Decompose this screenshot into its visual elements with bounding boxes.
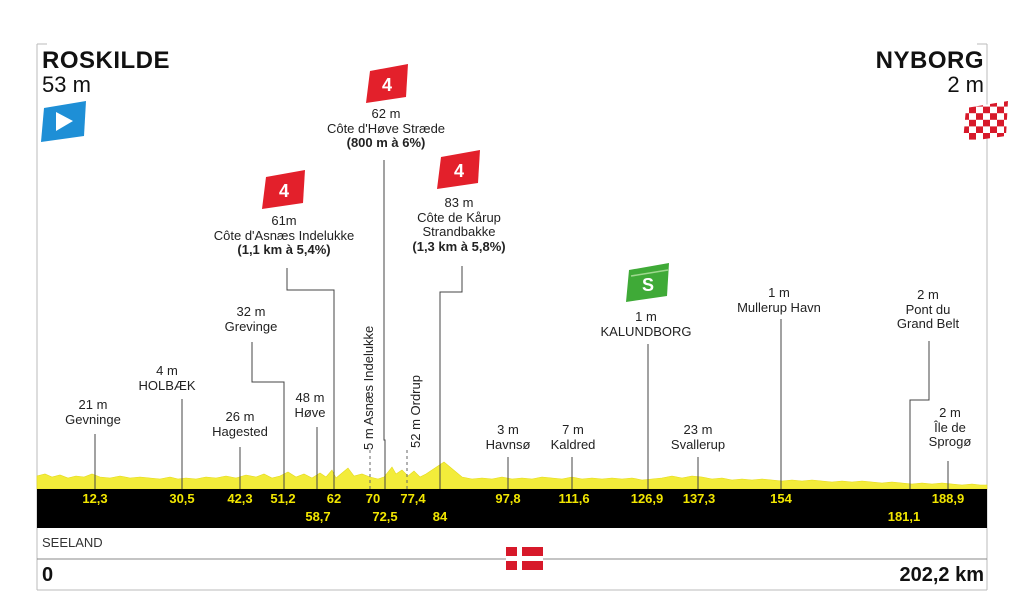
sprint-badge-icon: S (626, 263, 669, 302)
vertical-place-label: 5 m Asnæs Indelukke (361, 325, 376, 450)
km-marker: 111,6 (558, 491, 590, 506)
svg-text:4: 4 (279, 181, 289, 201)
kom-badge-icon-1: 4 (366, 64, 408, 103)
climb-label-karup: 83 m Côte de Kårup Strandbakke (1,3 km à… (412, 195, 506, 254)
kom-badge-icon-2: 4 (262, 170, 305, 209)
start-flag-icon (41, 101, 86, 142)
km-marker: 30,5 (169, 491, 195, 506)
finish-altitude: 2 m (947, 72, 984, 97)
distance-start: 0 (42, 564, 54, 586)
km-marker: 181,1 (887, 509, 921, 524)
svg-text:S: S (642, 275, 654, 295)
km-marker: 42,3 (227, 491, 253, 506)
sprint-label: 1 m KALUNDBORG (600, 309, 692, 339)
km-marker: 77,4 (400, 491, 426, 506)
km-marker: 126,9 (630, 491, 664, 506)
km-marker: 72,5 (372, 509, 398, 524)
region-label: SEELAND (42, 535, 103, 550)
km-marker: 51,2 (270, 491, 296, 506)
climb-label-asnaes: 61m Côte d'Asnæs Indelukke (1,1 km à 5,4… (213, 213, 355, 258)
km-marker: 137,3 (682, 491, 716, 506)
svg-text:4: 4 (382, 75, 392, 95)
start-altitude: 53 m (42, 72, 91, 97)
km-marker: 58,7 (305, 509, 331, 524)
km-marker: 154 (770, 491, 792, 506)
distance-end: 202,2 km (899, 564, 984, 586)
finish-flag-icon (963, 101, 1008, 142)
leader-lines (94, 160, 949, 489)
climb-label-hove: 62 m Côte d'Høve Stræde (800 m à 6%) (326, 106, 446, 151)
km-marker: 70 (365, 491, 381, 506)
km-marker: 12,3 (82, 491, 108, 506)
km-marker: 97,8 (495, 491, 521, 506)
svg-text:4: 4 (454, 161, 464, 181)
dashed-ticks (369, 450, 408, 489)
denmark-flag-icon (506, 547, 543, 570)
elevation-profile (36, 461, 988, 490)
km-marker: 84 (432, 509, 448, 524)
km-marker: 188,9 (931, 491, 965, 506)
vertical-place-label: 52 m Ordrup (408, 375, 423, 448)
start-city: ROSKILDE (42, 47, 171, 74)
finish-city: NYBORG (875, 47, 984, 74)
km-bar (37, 489, 987, 528)
km-marker: 62 (326, 491, 342, 506)
kom-badge-icon-3: 4 (437, 150, 480, 189)
